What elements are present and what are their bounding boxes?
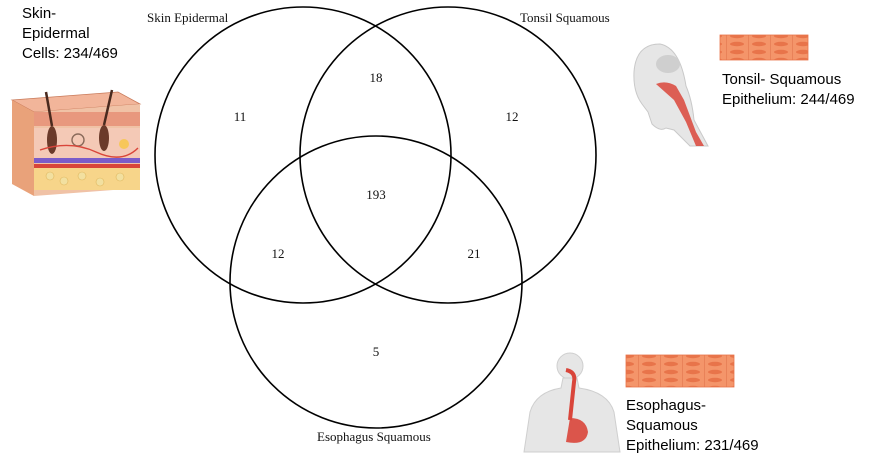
count-all-three: 193 bbox=[366, 187, 386, 202]
tissue-strip-icon bbox=[626, 355, 734, 387]
set-label-skin: Skin Epidermal bbox=[147, 10, 229, 25]
count-tonsil-esophagus: 21 bbox=[468, 246, 481, 261]
skin-callout: Skin- Epidermal Cells: 234/469 bbox=[22, 4, 118, 64]
count-esophagus-only: 5 bbox=[373, 344, 380, 359]
esophagus-callout-line-2: Squamous bbox=[626, 416, 759, 436]
esophagus-callout: Esophagus- Squamous Epithelium: 231/469 bbox=[626, 396, 759, 456]
esophagus-callout-line-3: Epithelium: 231/469 bbox=[626, 436, 759, 456]
count-tonsil-only: 12 bbox=[506, 109, 519, 124]
tonsil-callout-line-1: Tonsil- Squamous bbox=[722, 70, 855, 90]
head-throat-icon bbox=[634, 44, 708, 146]
esophagus-callout-line-1: Esophagus- bbox=[626, 396, 759, 416]
count-skin-only: 11 bbox=[234, 109, 247, 124]
set-label-tonsil: Tonsil Squamous bbox=[520, 10, 610, 25]
skin-callout-line-1: Skin- bbox=[22, 4, 118, 24]
tonsil-callout-line-2: Epithelium: 244/469 bbox=[722, 90, 855, 110]
tissue-strip-icon bbox=[720, 35, 808, 60]
set-label-esophagus: Esophagus Squamous bbox=[317, 429, 431, 444]
count-skin-esophagus: 12 bbox=[272, 246, 285, 261]
skin-callout-line-2: Epidermal bbox=[22, 24, 118, 44]
skin-cross-section-icon bbox=[12, 90, 140, 196]
torso-esophagus-icon bbox=[524, 353, 620, 452]
skin-callout-line-3: Cells: 234/469 bbox=[22, 44, 118, 64]
tonsil-callout: Tonsil- Squamous Epithelium: 244/469 bbox=[722, 70, 855, 110]
count-skin-tonsil: 18 bbox=[370, 70, 383, 85]
esophagus-squamous-circle bbox=[230, 136, 522, 428]
